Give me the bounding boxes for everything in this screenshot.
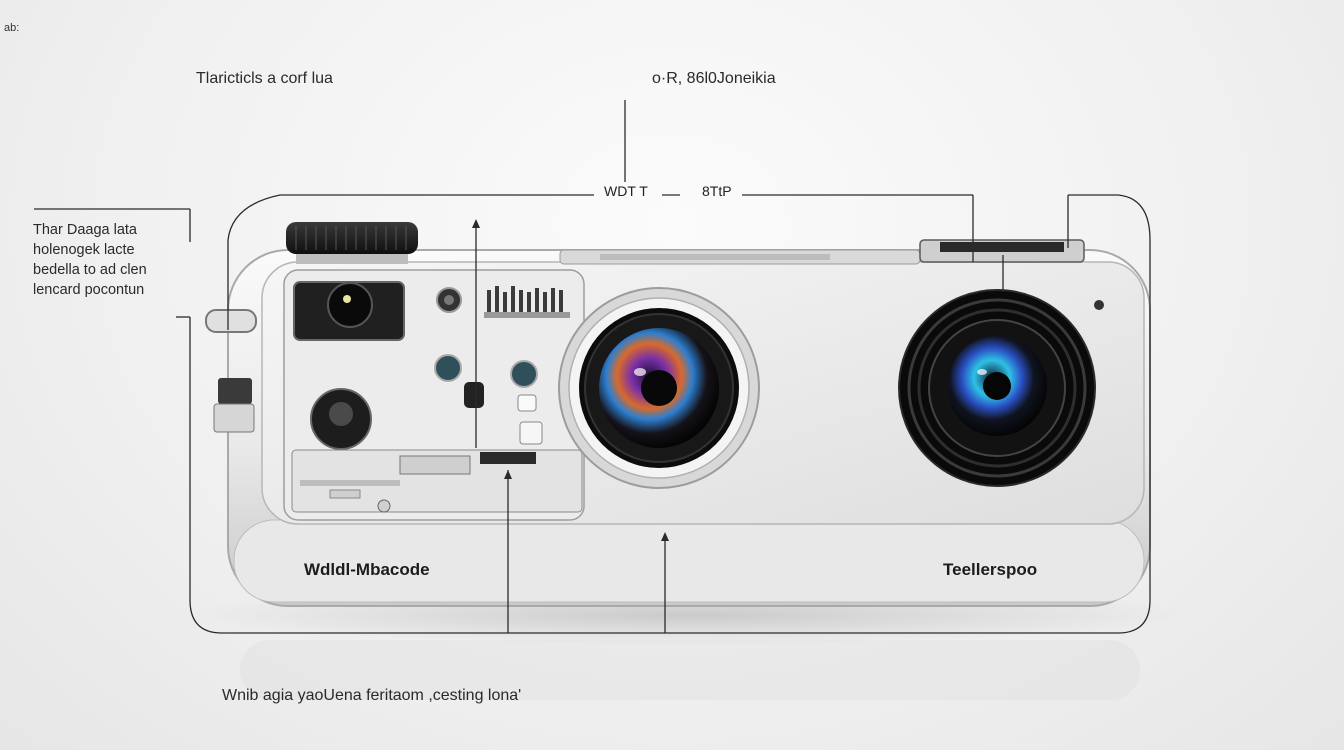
side-annotation-line: holenogek lacte (33, 242, 135, 258)
wide-lens-label: Wdldl-Mbacode (304, 560, 430, 579)
arrow-up-icon (472, 219, 480, 228)
leader-lines (34, 100, 1151, 634)
teal-button-icon (510, 360, 538, 388)
top-right-caption: o·R, 86l0Joneikia (652, 70, 776, 87)
strap-lug-icon (205, 309, 257, 433)
side-annotation-line: Thar Daaga lata (33, 222, 137, 238)
arrow-up-icon (661, 532, 669, 541)
bottom-caption: Wnib agia yaoUena feritaom ,cesting lona… (222, 687, 522, 704)
wide-lens (558, 287, 760, 489)
indicator-icon (1094, 300, 1104, 310)
internal-board (291, 449, 583, 513)
callout-wdt-label: WDT T (604, 183, 648, 199)
top-dial (286, 222, 418, 254)
tele-lens (898, 289, 1096, 487)
callout-stp-label: 8TtP (702, 183, 732, 199)
arrow-up-icon (504, 470, 512, 479)
side-annotation-line: bedella to ad clen (33, 262, 147, 278)
switch-icon (464, 382, 484, 408)
top-left-caption: Tlaricticls a corf lua (196, 70, 333, 87)
side-annotation-line: lencard pocontun (33, 282, 145, 298)
teal-button-icon (434, 354, 462, 382)
side-annotation: Thar Daaga lata holenogek lacte bedella … (33, 220, 147, 300)
corner-mark: ab: (4, 22, 20, 34)
tele-lens-label: Teellerspoo (943, 560, 1038, 579)
vent-grille-icon (487, 286, 563, 316)
reflection (240, 640, 1140, 700)
